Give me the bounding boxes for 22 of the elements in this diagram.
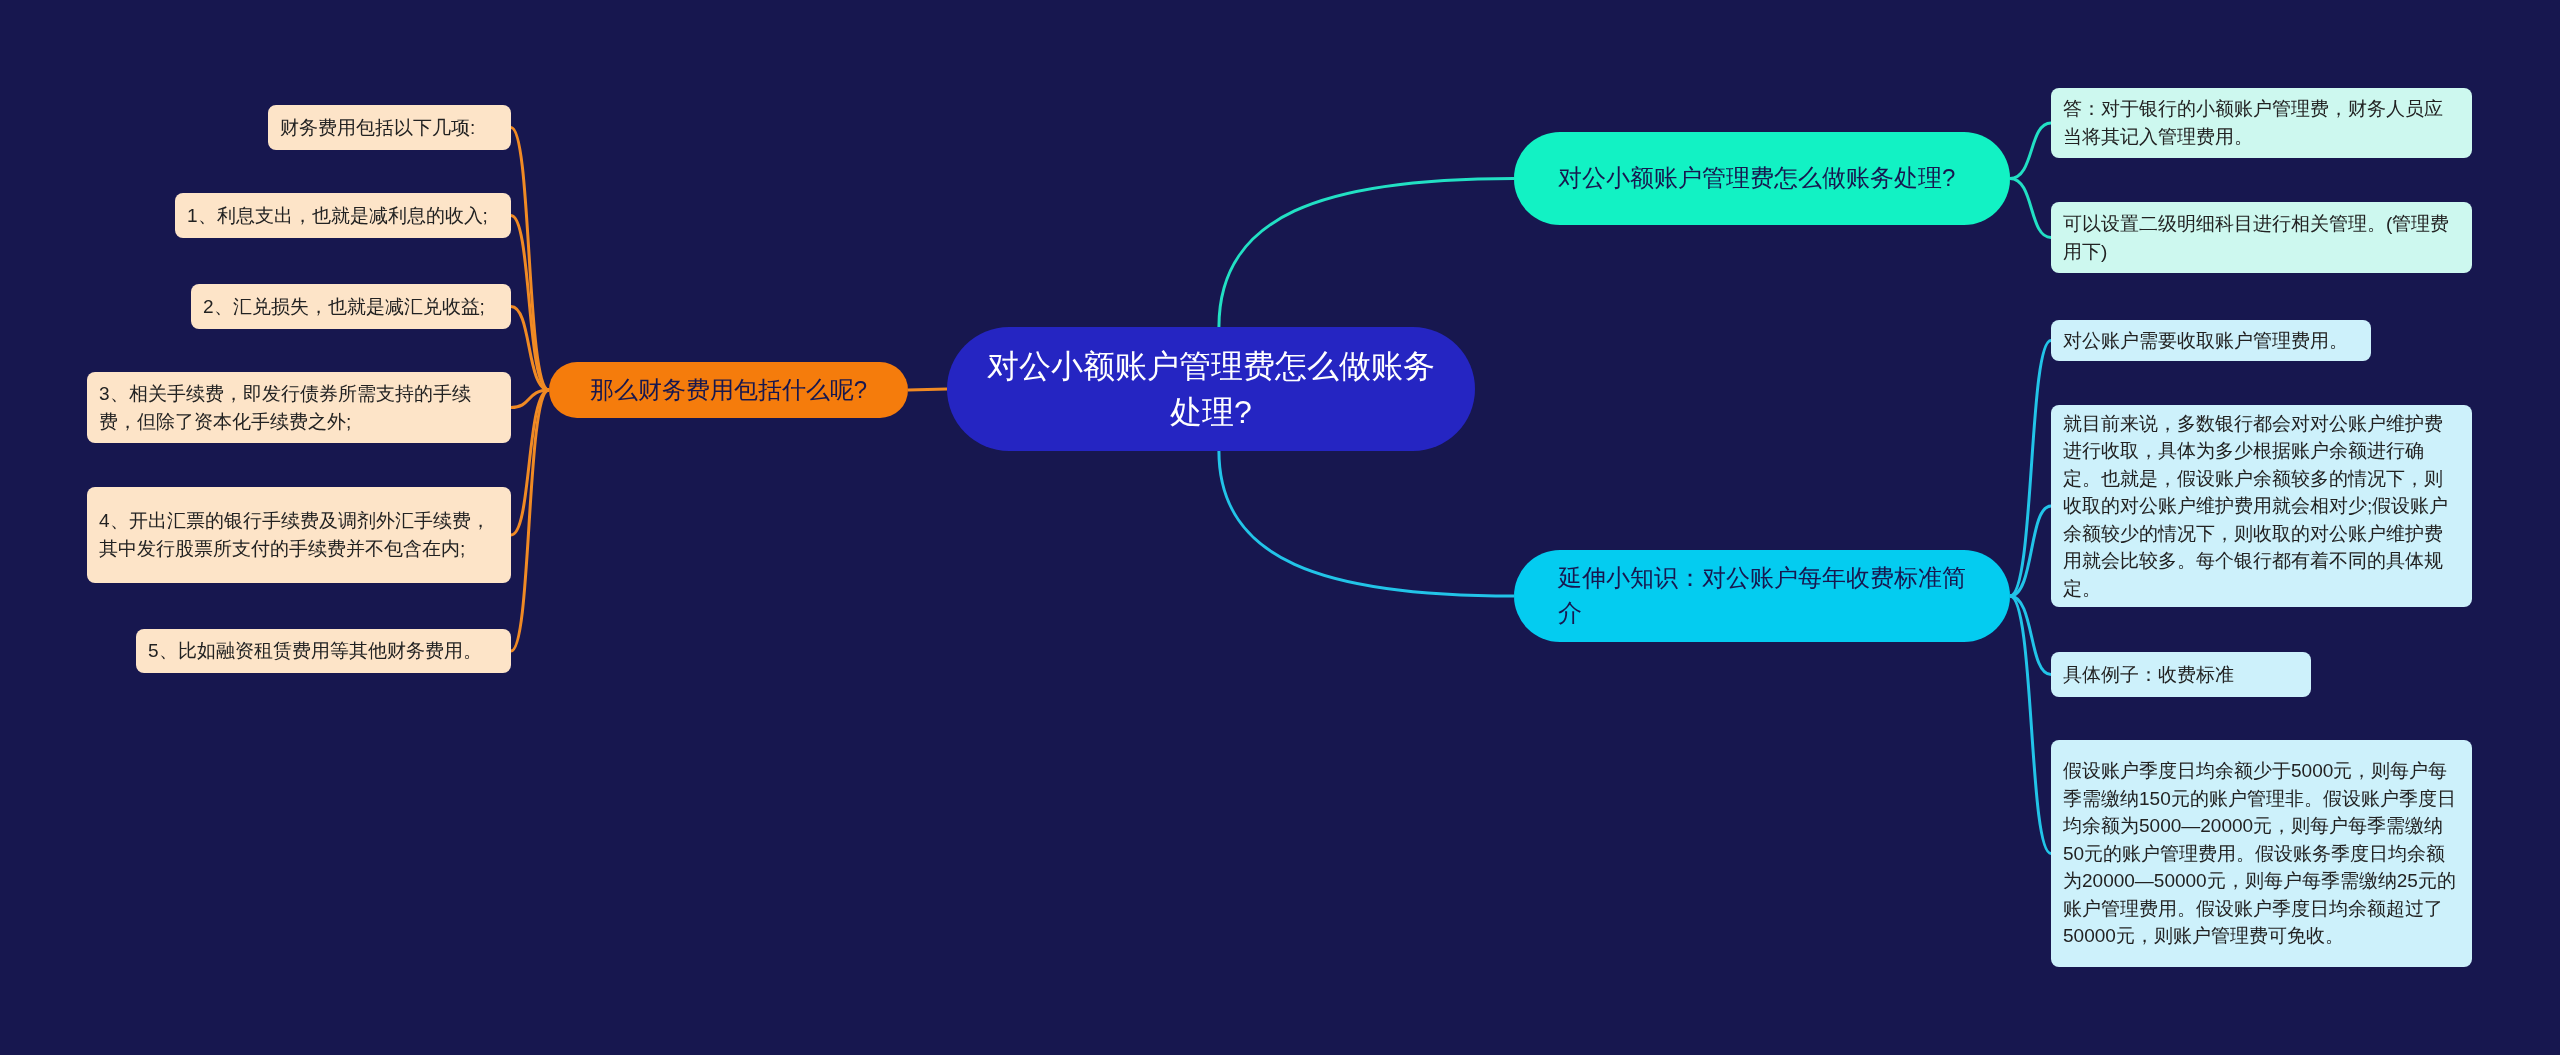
topic-box: 对公小额账户管理费怎么做账务处理? bbox=[1514, 132, 2010, 225]
connector-line bbox=[1217, 450, 1515, 598]
subtopic-box: 2、汇兑损失，也就是减汇兑收益; bbox=[191, 284, 511, 329]
subtopic-box: 可以设置二级明细科目进行相关管理。(管理费用下) bbox=[2051, 202, 2472, 273]
subtopic-box: 对公账户需要收取账户管理费用。 bbox=[2051, 320, 2371, 361]
topic-box: 延伸小知识：对公账户每年收费标准简介 bbox=[1514, 550, 2010, 642]
subtopic-box: 具体例子：收费标准 bbox=[2051, 652, 2311, 697]
connector-line bbox=[1217, 177, 1515, 328]
connector-line bbox=[2009, 177, 2052, 239]
subtopic-box: 1、利息支出，也就是减利息的收入; bbox=[175, 193, 511, 238]
connector-line bbox=[907, 387, 948, 392]
subtopic-box: 答：对于银行的小额账户管理费，财务人员应当将其记入管理费用。 bbox=[2051, 88, 2472, 158]
subtopic-box: 财务费用包括以下几项: bbox=[268, 105, 511, 150]
subtopic-box: 假设账户季度日均余额少于5000元，则每户每季需缴纳150元的账户管理非。假设账户季度日均余额为5000—20000元，则每户每季需缴纳50元的账户管理费用。假设账务季度日均余额为20000—50000元，则每户每季需缴纳25元的账户管理费用。假设账户季度日均余额超过了50000元，则账户管理费可免收。 bbox=[2051, 740, 2472, 967]
subtopic-box: 5、比如融资租赁费用等其他财务费用。 bbox=[136, 629, 511, 673]
subtopic-box: 就目前来说，多数银行都会对对公账户维护费进行收取，具体为多少根据账户余额进行确定。也就是，假设账户余额较多的情况下，则收取的对公账户维护费用就会相对少;假设账户余额较少的情况下，则收取的对公账户维护费用就会比较多。每个银行都有着不同的具体规定。 bbox=[2051, 405, 2472, 607]
connector-line bbox=[2009, 594, 2053, 855]
subtopic-box: 4、开出汇票的银行手续费及调剂外汇手续费，其中发行股票所支付的手续费并不包含在内; bbox=[87, 487, 511, 583]
connector-line bbox=[509, 388, 551, 652]
central-topic: 对公小额账户管理费怎么做账务处理? bbox=[947, 327, 1475, 451]
subtopic-box: 3、相关手续费，即发行债券所需支持的手续费，但除了资本化手续费之外; bbox=[87, 372, 511, 443]
topic-box: 那么财务费用包括什么呢? bbox=[549, 362, 908, 418]
